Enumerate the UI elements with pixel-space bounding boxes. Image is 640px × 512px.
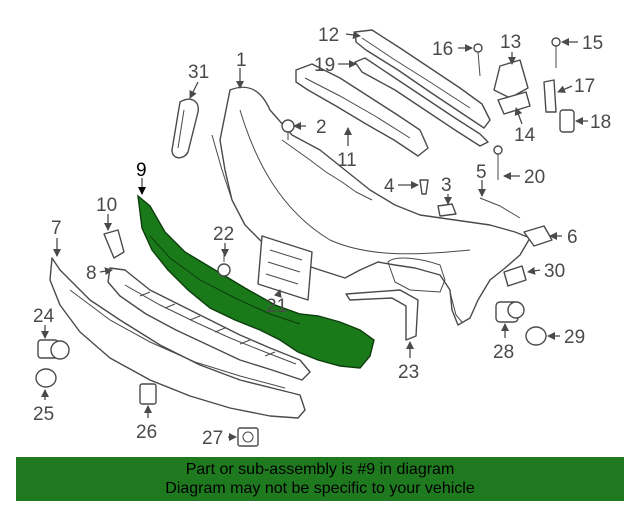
- small-parts: [35, 37, 575, 447]
- callout-22: 22: [213, 224, 234, 245]
- callout-3: 3: [441, 175, 452, 196]
- leader-lines: [41, 31, 588, 441]
- callout-27: 27: [202, 428, 223, 449]
- callout-9: 9: [136, 160, 147, 181]
- callout-8: 8: [86, 263, 97, 284]
- callout-31: 31: [188, 62, 209, 83]
- banner-line-1: Part or sub-assembly is #9 in diagram: [185, 461, 455, 478]
- info-banner: Part or sub-assembly is #9 in diagram Di…: [16, 457, 624, 501]
- callout-29: 29: [564, 327, 585, 348]
- callout-17: 17: [574, 76, 595, 97]
- parts-diagram: 1 2 3 4 5 6 7 8 9 10 11 12 13 14 15 16 1…: [33, 25, 611, 449]
- callout-23: 23: [398, 362, 419, 383]
- callout-28: 28: [493, 342, 514, 363]
- callout-18: 18: [590, 112, 611, 133]
- callout-14: 14: [514, 125, 536, 146]
- callout-6: 6: [567, 227, 578, 248]
- callout-20: 20: [524, 167, 545, 188]
- callout-24: 24: [33, 306, 55, 327]
- reinforcement-bar: [354, 29, 491, 129]
- callout-13: 13: [500, 32, 521, 53]
- callout-7: 7: [51, 218, 62, 239]
- callout-5: 5: [476, 162, 487, 183]
- callout-19: 19: [314, 55, 335, 76]
- callout-2: 2: [316, 117, 327, 138]
- lower-grille: [49, 257, 311, 419]
- callout-10: 10: [96, 195, 117, 216]
- bumper-cover: [211, 86, 531, 326]
- callout-4: 4: [384, 176, 395, 197]
- callout-11: 11: [337, 150, 357, 171]
- bumper-carrier: [295, 57, 489, 157]
- callout-26: 26: [136, 422, 157, 443]
- callout-labels: 1 2 3 4 5 6 7 8 9 10 11 12 13 14 15 16 1…: [33, 25, 611, 449]
- callout-25: 25: [33, 404, 54, 425]
- callout-30: 30: [544, 261, 565, 282]
- callout-12: 12: [318, 25, 339, 46]
- callout-1: 1: [236, 50, 247, 71]
- callout-15: 15: [582, 33, 603, 54]
- banner-line-2: Diagram may not be specific to your vehi…: [165, 480, 475, 497]
- callout-16: 16: [432, 39, 453, 60]
- callout-21: 21: [266, 296, 287, 317]
